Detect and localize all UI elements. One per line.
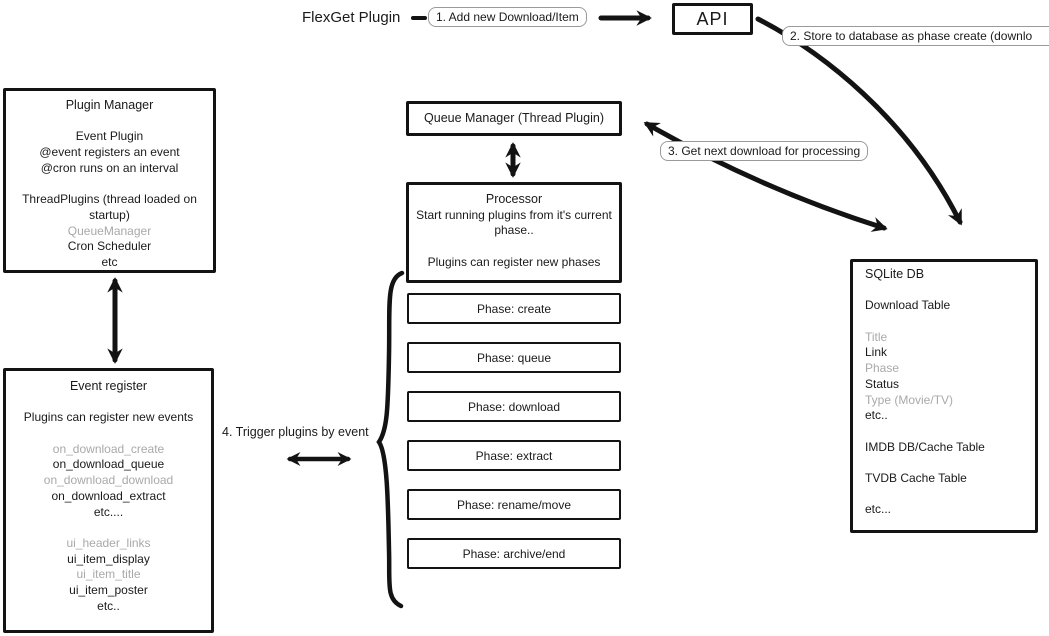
box-line: etc.. xyxy=(97,598,120,613)
box-line xyxy=(865,283,1025,299)
box-line: on_download_create xyxy=(52,441,165,456)
box-line: Type (Movie/TV) xyxy=(865,392,954,407)
phase-box: Phase: queue xyxy=(407,342,621,373)
box-line: on_download_extract xyxy=(51,488,166,503)
box-line: Event Plugin xyxy=(75,129,144,144)
box-line: ui_item_poster xyxy=(69,583,148,598)
box-line: Cron Scheduler xyxy=(67,239,152,254)
phase-box: Phase: archive/end xyxy=(407,538,621,569)
box-line: on_download_queue xyxy=(52,457,165,472)
box-line: Plugins can register new events xyxy=(23,410,194,425)
phase-box: Phase: extract xyxy=(407,440,621,471)
queue-manager-box: Queue Manager (Thread Plugin) xyxy=(406,101,622,136)
box-line xyxy=(6,520,211,536)
box-line: etc xyxy=(101,255,118,269)
box-line: Plugins can register new phases xyxy=(427,254,601,269)
processor-lines: Start running plugins from it's current … xyxy=(409,208,619,271)
box-line: etc... xyxy=(865,502,892,517)
arrow-queue-manager-sqlite xyxy=(643,121,888,232)
flexget-plugin-label: FlexGet Plugin xyxy=(302,9,401,26)
box-line: Title xyxy=(865,329,888,344)
step2-label: 2. Store to database as phase create (do… xyxy=(782,26,1049,46)
box-line: @event registers an event xyxy=(39,145,180,160)
box-line xyxy=(865,424,1025,440)
box-line: on_download_download xyxy=(43,473,174,488)
box-line: etc.. xyxy=(865,408,888,423)
phase-box: Phase: rename/move xyxy=(407,489,621,520)
box-line xyxy=(409,239,619,255)
box-line: Download Table xyxy=(865,298,951,313)
box-line: ui_header_links xyxy=(66,535,151,550)
box-line xyxy=(6,114,213,130)
box-line xyxy=(6,177,213,193)
step1-label: 1. Add new Download/Item xyxy=(428,7,587,27)
box-line xyxy=(865,455,1025,471)
plugin-manager-lines: Event Plugin@event registers an event@cr… xyxy=(6,114,213,271)
step3-label: 3. Get next download for processing xyxy=(660,141,869,161)
plugin-manager-box: Plugin Manager Event Plugin@event regist… xyxy=(3,88,216,273)
box-line: Start running plugins from it's current … xyxy=(416,207,612,238)
processor-box: Processor Start running plugins from it'… xyxy=(406,182,622,283)
box-line: Status xyxy=(865,376,900,391)
api-box: API xyxy=(672,3,753,35)
box-line: etc.... xyxy=(93,504,124,519)
queue-manager-title: Queue Manager (Thread Plugin) xyxy=(424,110,604,125)
box-line: ui_item_display xyxy=(67,551,150,566)
phase-box: Phase: create xyxy=(407,293,621,324)
event-register-title: Event register xyxy=(69,379,148,393)
box-line: ui_item_title xyxy=(76,567,141,582)
box-line: ThreadPlugins (thread loaded on startup) xyxy=(22,192,197,222)
sqlite-db-title: SQLite DB xyxy=(865,267,925,281)
box-line: IMDB DB/Cache Table xyxy=(865,439,985,454)
box-line: @cron runs on an interval xyxy=(40,160,179,175)
plugin-manager-title: Plugin Manager xyxy=(65,98,154,112)
box-line xyxy=(6,395,211,411)
phases-brace xyxy=(376,270,405,609)
box-line: Phase xyxy=(865,361,900,376)
step4-label: 4. Trigger plugins by event xyxy=(222,425,369,439)
box-line xyxy=(6,426,211,442)
api-label: API xyxy=(696,8,729,29)
box-line xyxy=(865,487,1025,503)
box-line xyxy=(865,314,1025,330)
box-line: QueueManager xyxy=(67,223,152,238)
phase-box: Phase: download xyxy=(407,391,621,422)
box-line: TVDB Cache Table xyxy=(865,471,967,486)
event-register-lines: Plugins can register new events on_downlo… xyxy=(6,395,211,615)
box-line: Link xyxy=(865,345,888,360)
event-register-box: Event register Plugins can register new … xyxy=(3,368,214,633)
processor-title: Processor xyxy=(485,192,543,206)
